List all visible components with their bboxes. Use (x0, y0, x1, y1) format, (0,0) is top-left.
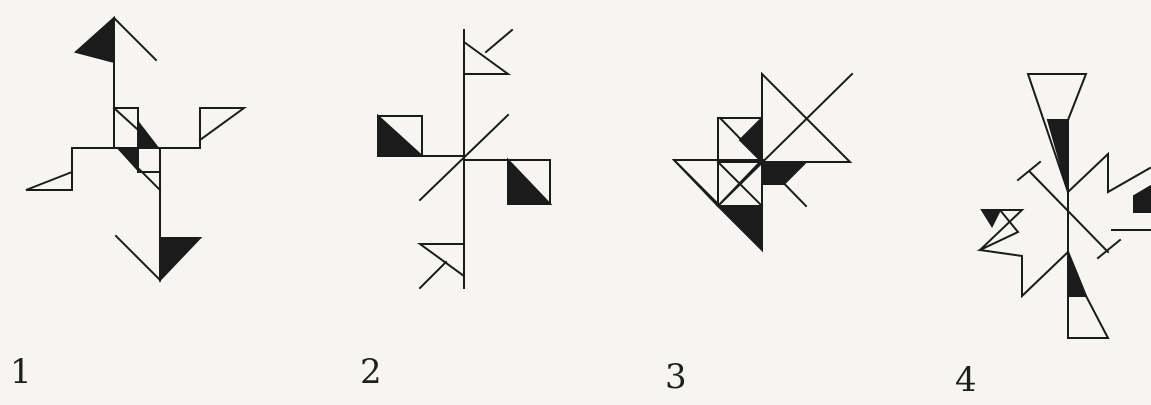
figure-3-left-wing-edge (674, 160, 718, 204)
label-figure-3: 3 (665, 360, 687, 394)
figure-3-upper-dark-tri (740, 118, 762, 162)
figure-4-diagonal-cap-a (1018, 162, 1040, 180)
figure-1-right-arm (160, 108, 244, 148)
figure-3-mid-dark-tri (762, 162, 806, 184)
figure-4 (980, 74, 1151, 338)
figure-2-top-tick (486, 30, 512, 52)
figure-1-bottom-flag (160, 238, 200, 280)
figure-1-center-square-top (114, 108, 138, 148)
figure-2 (378, 30, 550, 288)
figure-4-right-dark-tri (1134, 186, 1151, 212)
figure-1-left-arm (26, 148, 118, 190)
figure-2-bottom-tick (420, 262, 446, 288)
figure-3-bottom-dark-tri (718, 206, 762, 250)
figure-4-right-zigzag (1068, 154, 1150, 192)
figure-1-top-flag (76, 18, 114, 62)
figure-2-bottom-flag (420, 244, 464, 276)
figure-4-top-dark-tri (1048, 120, 1068, 190)
label-figure-1: 1 (10, 355, 32, 389)
figure-2-right-dark-tri (508, 160, 550, 204)
figure-4-left-dark-tri (982, 210, 1000, 226)
label-figure-4: 4 (955, 363, 977, 397)
figure-2-top-flag (464, 42, 508, 74)
figure-4-diagonal-cap-b (1098, 240, 1120, 258)
figure-1-top-arrow (114, 18, 156, 148)
figure-4-bottom-dark-tri (1068, 252, 1086, 296)
figure-1-center-square-bottom (138, 148, 160, 172)
label-figure-2: 2 (360, 355, 382, 389)
figure-1 (26, 18, 244, 280)
figure-2-left-dark-tri (378, 116, 422, 156)
figure-1-center-diag-a (114, 108, 158, 148)
figure-3 (674, 74, 852, 250)
